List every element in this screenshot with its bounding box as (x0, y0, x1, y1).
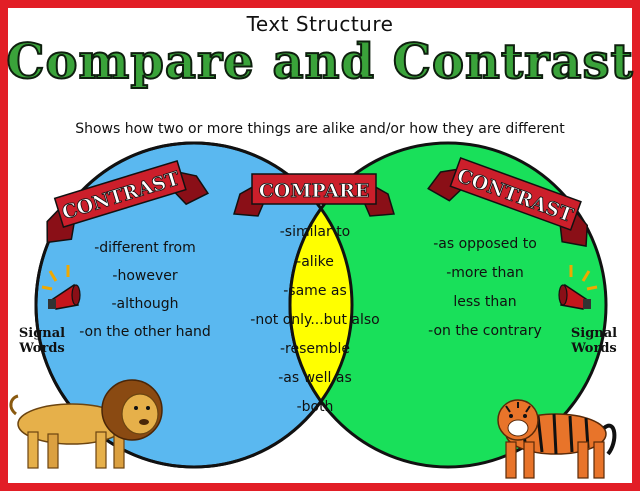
list-item: less than (453, 294, 517, 310)
page-title: Compare and Contrast (5, 33, 634, 91)
supertitle: Text Structure (246, 12, 394, 36)
list-item: -not only...but also (250, 312, 380, 328)
list-item: -however (112, 268, 178, 284)
signal-words-line2: Words (571, 341, 617, 356)
signal-words-left: Signal Words (10, 326, 74, 356)
subtitle: Shows how two or more things are alike a… (75, 121, 565, 137)
signal-words-line1: Signal (570, 326, 618, 341)
banner-center-label: COMPARE (259, 180, 370, 202)
megaphone-icon (558, 265, 598, 310)
list-item: -resemble (279, 341, 351, 357)
signal-words-right: Signal Words (562, 326, 626, 356)
list-item: -similar to (279, 224, 351, 240)
list-item: -on the contrary (428, 323, 542, 339)
signal-words-line1: Signal (18, 326, 66, 341)
list-item: -both (296, 399, 334, 415)
list-item: -different from (94, 240, 196, 256)
list-item: -as opposed to (433, 236, 537, 252)
tiger-icon (497, 399, 617, 479)
list-item: -alike (296, 254, 334, 270)
center-lens (288, 143, 352, 467)
list-item: -although (111, 296, 179, 312)
list-item: -as well as (278, 370, 352, 386)
lion-icon (9, 379, 163, 469)
list-item: -more than (446, 265, 524, 281)
list-item: -same as (283, 283, 347, 299)
signal-words-line2: Words (19, 341, 65, 356)
list-item: -on the other hand (79, 324, 211, 340)
banner-center: COMPARE (233, 173, 395, 217)
megaphone-icon (41, 265, 81, 310)
